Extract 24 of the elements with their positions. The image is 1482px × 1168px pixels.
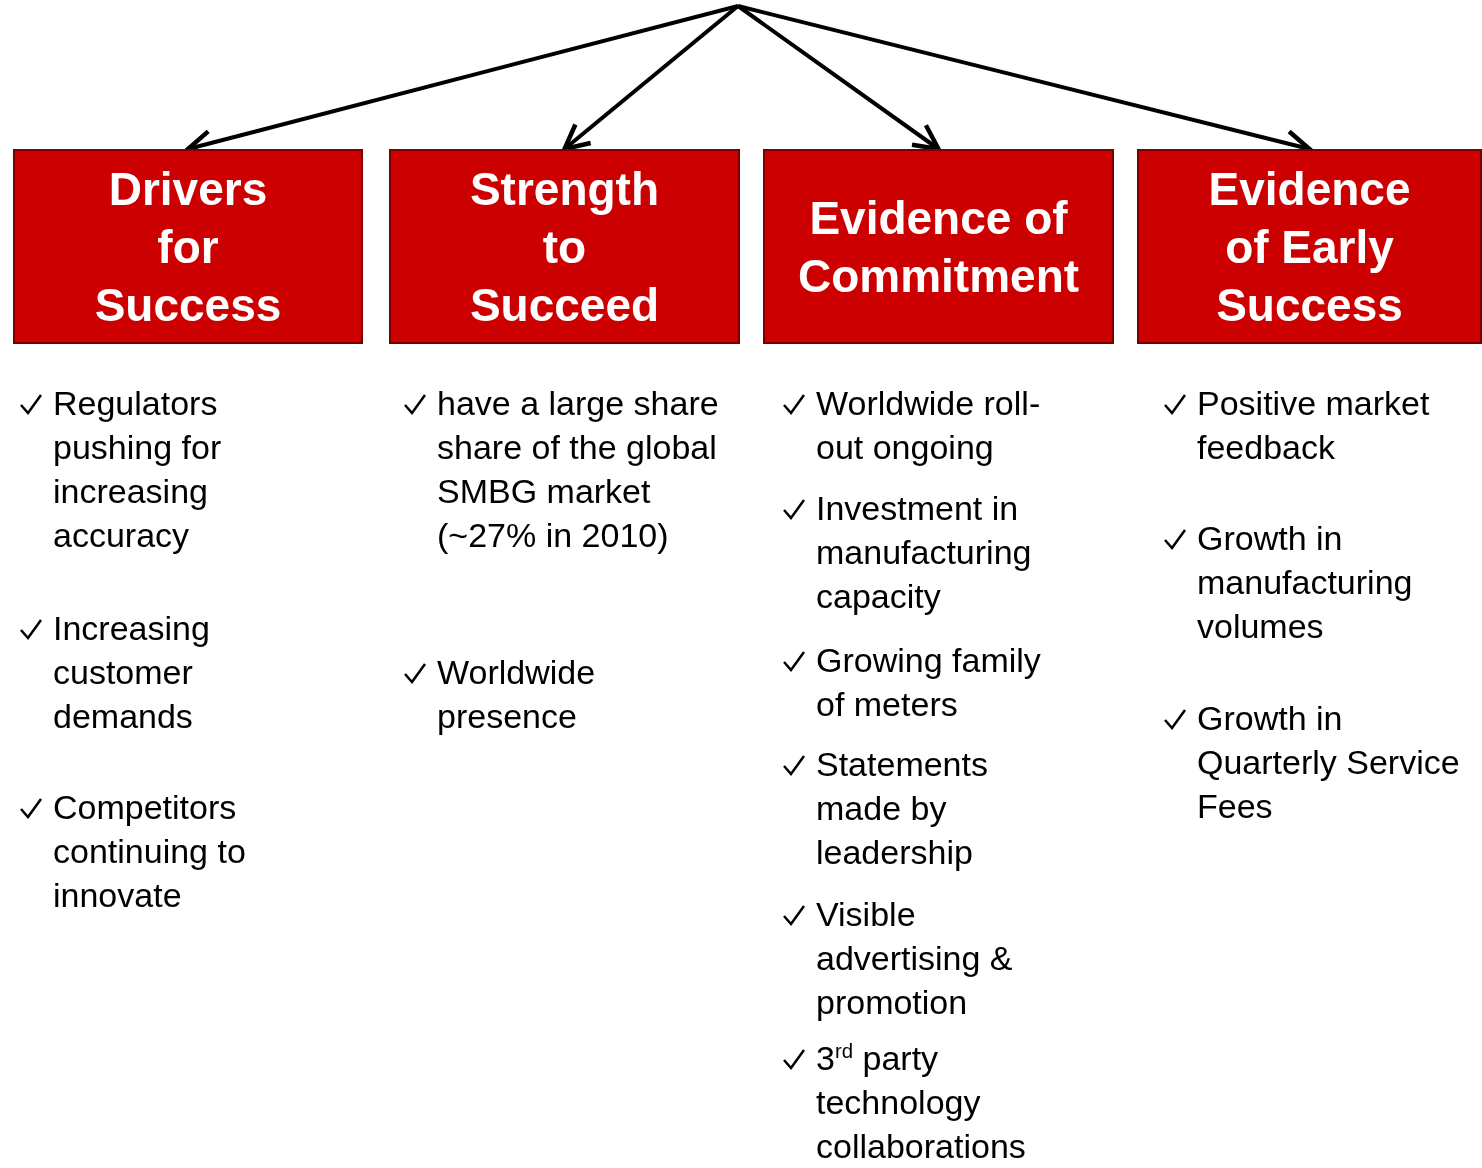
bullet-text: Regulators pushing for increasing accuracy — [53, 383, 223, 556]
bullet-text: Positive market feedback — [1197, 383, 1431, 468]
bullet-text: 3$^{rd}$ party technology collaborations — [816, 1038, 1027, 1167]
heading-box — [13, 149, 363, 344]
bullet-text: Growth in manufacturing volumes — [1197, 518, 1414, 647]
bullet-text: Visible advertising & promotion — [816, 894, 1014, 1023]
bullet-text: Worldwide roll-out ongoing — [816, 383, 1042, 468]
heading-text: Drivers for Success — [93, 161, 283, 333]
arrow — [562, 4, 740, 152]
bullet-text: Investment in manufacturing capacity — [816, 488, 1033, 617]
bullet-text: Growth in Quarterly Service Fees — [1197, 698, 1461, 827]
heading-text: Evidence of Commitment — [797, 190, 1080, 304]
bullet-text: have a large share share of the global SMBG market (~27% in 2010) — [437, 383, 720, 556]
bullet-text: Worldwide presence — [437, 652, 597, 737]
arrow — [736, 4, 941, 152]
heading-box — [763, 149, 1114, 344]
heading-text: Evidence of Early Success — [1207, 161, 1412, 333]
heading-box — [1137, 149, 1482, 344]
heading-box — [389, 149, 740, 344]
bullet-text: Competitors continuing to innovate — [53, 787, 247, 916]
bullet-text: Increasing customer demands — [53, 608, 211, 737]
heading-text: Strength to Succeed — [468, 161, 661, 333]
bullet-text: Statements made by leadership — [816, 744, 989, 873]
bullet-text: Growing family of meters — [816, 640, 1042, 725]
